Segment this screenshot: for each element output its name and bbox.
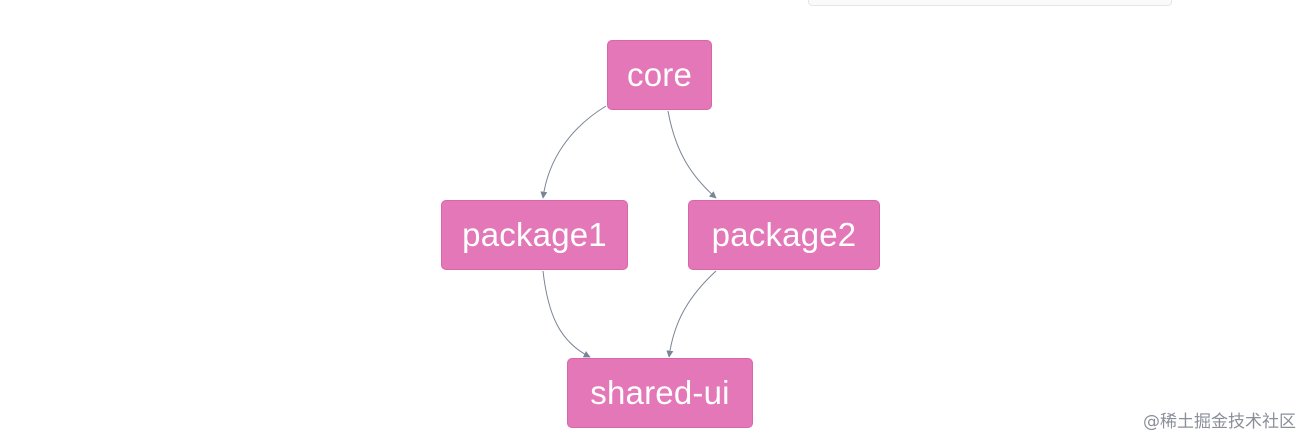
edge-core-package2 (667, 110, 717, 199)
node-core[interactable]: core (607, 40, 712, 110)
node-package1[interactable]: package1 (441, 200, 628, 270)
edge-core-package1 (540, 105, 607, 199)
top-bar (808, 0, 1172, 6)
node-package2[interactable]: package2 (688, 200, 880, 270)
node-shared-ui[interactable]: shared-ui (567, 358, 753, 428)
edge-package1-shared-ui (542, 270, 591, 358)
watermark: @稀土掘金技术社区 (1143, 412, 1296, 432)
edge-package2-shared-ui (666, 270, 717, 358)
